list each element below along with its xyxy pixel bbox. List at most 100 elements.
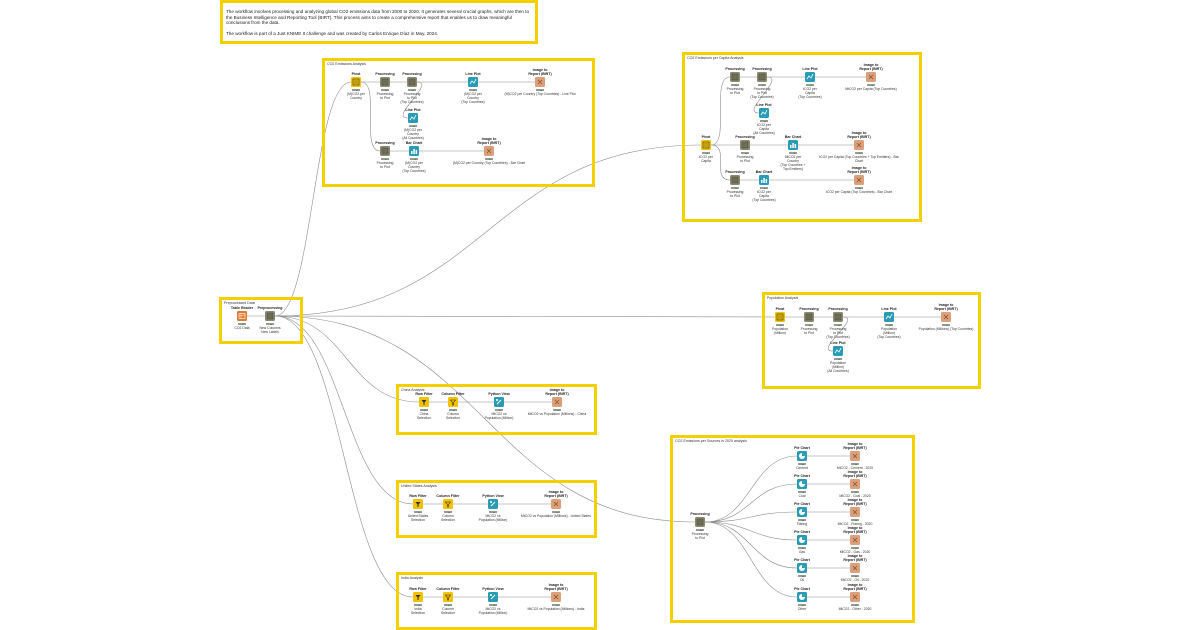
image-report-icon[interactable] [866,72,876,82]
metanode-icon[interactable] [740,140,750,150]
metanode-icon[interactable] [695,517,705,527]
node-co2-line2[interactable]: Line Plot(M)CO2 per Country (All Countri… [383,103,443,140]
node-src-img3[interactable]: Image to Report (BIRT)MtCO2 - Flaring - … [825,497,885,531]
node-co2-img2[interactable]: Image to Report (BIRT)(M)CO2 per Country… [453,136,525,170]
metanode-icon[interactable] [380,77,390,87]
metanode-icon[interactable] [730,175,740,185]
node-cap-img3[interactable]: Image to Report (BIRT)tCO2 per Capita (T… [826,165,892,199]
node-cap-img2[interactable]: Image to Report (BIRT)tCO2 per Capita (T… [819,130,899,164]
node-co2-img1[interactable]: Image to Report (BIRT)(M)CO2 per Country… [504,67,575,101]
node-pop-img[interactable]: Image to Report (BIRT)Population (Millio… [916,302,976,336]
image-report-icon[interactable] [552,397,562,407]
group-population[interactable]: Population Analysis [762,292,981,389]
image-report-icon[interactable] [551,592,561,602]
image-report-icon[interactable] [484,146,494,156]
group-india[interactable]: India Analysis [396,572,597,630]
pie-chart-icon[interactable] [797,507,807,517]
image-report-icon[interactable] [941,312,951,322]
pie-chart-icon[interactable] [797,535,807,545]
line-plot-icon[interactable] [884,312,894,322]
line-plot-icon[interactable] [759,108,769,118]
bar-chart-icon[interactable] [788,140,798,150]
node-src-img2[interactable]: Image to Report (BIRT)MtCO2 - Coal - 202… [825,469,885,503]
node-ch-img[interactable]: Image to Report (BIRT)MtCO2 vs Populatio… [527,387,587,421]
node-co2-line1[interactable]: Line Plot(M)CO2 per Country (Top Countri… [443,67,503,104]
metanode-icon[interactable] [833,312,843,322]
image-report-icon[interactable] [850,451,860,461]
node-src-img1[interactable]: Image to Report (BIRT)MtCO2 - Cement - 2… [825,441,885,475]
node-co2-pivot[interactable]: Pivot(M)CO2 per Country [326,67,386,101]
image-report-icon[interactable] [551,499,561,509]
image-report-icon[interactable] [850,535,860,545]
node-us-img[interactable]: Image to Report (BIRT)MtCO2 vs Populatio… [521,489,591,523]
column-filter-icon[interactable] [448,397,458,407]
row-filter-icon[interactable] [413,499,423,509]
image-report-icon[interactable] [850,563,860,573]
metanode-icon[interactable] [407,77,417,87]
image-report-icon[interactable] [850,507,860,517]
python-view-icon[interactable] [494,397,504,407]
node-src-img5[interactable]: Image to Report (BIRT)MtCO2 - Oil - 2020 [825,553,885,587]
pie-chart-icon[interactable] [797,592,807,602]
node-src-img6[interactable]: Image to Report (BIRT)MtCO2 - Other - 20… [825,582,885,616]
image-report-icon[interactable] [535,77,545,87]
line-plot-icon[interactable] [805,72,815,82]
metanode-icon[interactable] [380,146,390,156]
metanode-icon[interactable] [730,72,740,82]
metanode-icon[interactable] [804,312,814,322]
metanode-icon[interactable] [265,311,275,321]
group-co2-per-capita[interactable]: CO2 Emissions per Capita Analysis [682,52,922,222]
metanode-icon[interactable] [757,72,767,82]
image-report-icon[interactable] [850,592,860,602]
pie-chart-icon[interactable] [797,563,807,573]
group-sources-2020[interactable]: CO2 Emissions per Sources in 2020 analys… [670,435,915,623]
python-view-icon[interactable] [488,499,498,509]
column-filter-icon[interactable] [443,592,453,602]
node-in-img[interactable]: Image to Report (BIRT)MtCO2 vs Populatio… [526,582,586,616]
node-co2-bar[interactable]: Bar Chart(M)CO2 per Country (Top Countri… [384,136,444,173]
pie-chart-icon[interactable] [797,451,807,461]
column-filter-icon[interactable] [443,499,453,509]
group-china[interactable]: China Analysis [396,384,597,435]
node-src-img4[interactable]: Image to Report (BIRT)MtCO2 - Gas - 2020 [825,525,885,559]
image-report-icon[interactable] [854,140,864,150]
line-plot-icon[interactable] [833,346,843,356]
node-cap-img1[interactable]: Image to Report (BIRT)MtCO2 per Capita (… [841,62,901,96]
pivot-icon[interactable] [701,140,711,150]
pivot-icon[interactable] [775,312,785,322]
row-filter-icon[interactable] [419,397,429,407]
group-preprocessed-data[interactable]: Preprocessed Data [219,297,303,344]
row-filter-icon[interactable] [413,592,423,602]
group-united-states[interactable]: United States Analysis [396,480,597,538]
